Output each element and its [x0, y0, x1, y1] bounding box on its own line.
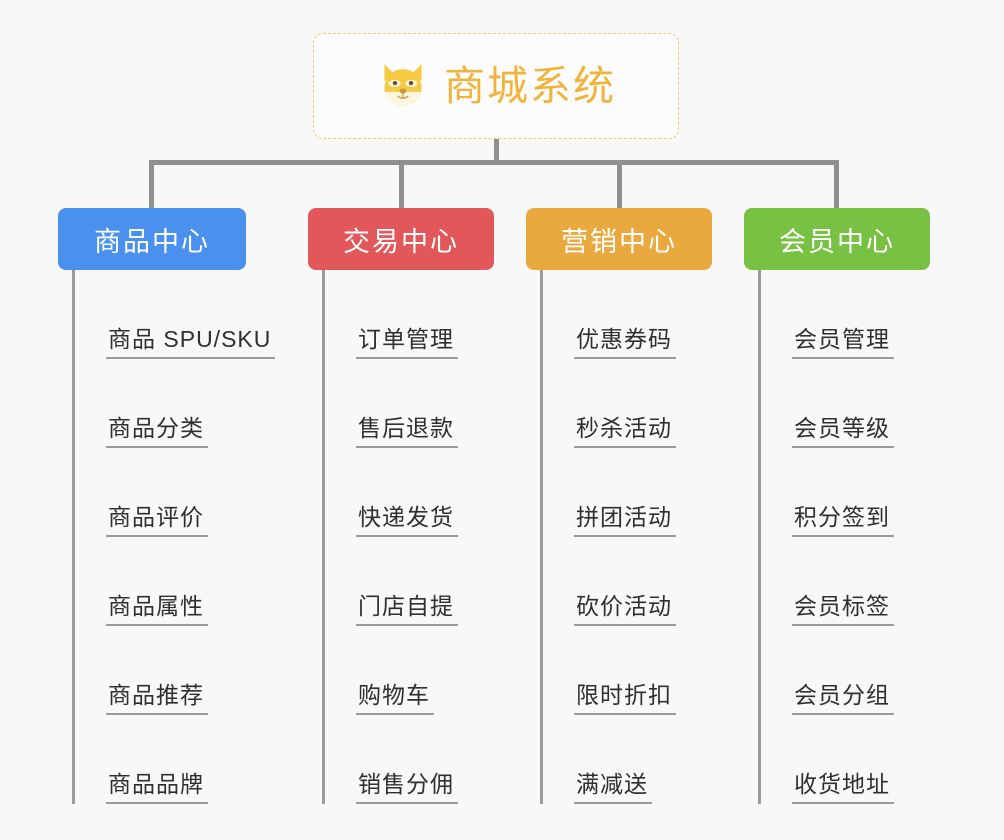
- list-item[interactable]: 积分签到: [792, 448, 930, 537]
- list-item[interactable]: 门店自提: [356, 537, 494, 626]
- leaf-label: 积分签到: [792, 504, 894, 537]
- list-item[interactable]: 拼团活动: [574, 448, 712, 537]
- leaf-label: 购物车: [356, 682, 434, 715]
- branch-header-4-label: 会员中心: [779, 226, 895, 257]
- list-item[interactable]: 优惠券码: [574, 270, 712, 359]
- branch-1-leaf-list: 商品 SPU/SKU 商品分类 商品评价 商品属性 商品推荐 商品品牌: [72, 270, 276, 804]
- leaf-label: 限时折扣: [574, 682, 676, 715]
- leaf-label: 优惠券码: [574, 326, 676, 359]
- connector-horizontal-bus: [149, 160, 839, 165]
- leaf-label: 秒杀活动: [574, 415, 676, 448]
- list-item[interactable]: 会员等级: [792, 359, 930, 448]
- branch-column-3: 营销中心 优惠券码 秒杀活动 拼团活动 砍价活动 限时折扣 满减送: [526, 208, 712, 804]
- branch-column-2: 交易中心 订单管理 售后退款 快递发货 门店自提 购物车 销售分佣: [308, 208, 494, 804]
- branch-column-4: 会员中心 会员管理 会员等级 积分签到 会员标签 会员分组 收货地址: [744, 208, 930, 804]
- list-item[interactable]: 限时折扣: [574, 626, 712, 715]
- list-item[interactable]: 商品属性: [106, 537, 246, 626]
- leaf-label: 商品分类: [106, 415, 208, 448]
- list-item[interactable]: 售后退款: [356, 359, 494, 448]
- branch-column-1: 商品中心 商品 SPU/SKU 商品分类 商品评价 商品属性 商品推荐 商品品牌: [58, 208, 276, 804]
- connector-drop-3: [617, 160, 622, 208]
- list-item[interactable]: 满减送: [574, 715, 712, 804]
- leaf-label: 商品推荐: [106, 682, 208, 715]
- list-item[interactable]: 商品分类: [106, 359, 246, 448]
- leaf-label: 商品评价: [106, 504, 208, 537]
- list-item[interactable]: 会员管理: [792, 270, 930, 359]
- branch-header-3-label: 营销中心: [561, 226, 677, 257]
- branch-4-leaf-list: 会员管理 会员等级 积分签到 会员标签 会员分组 收货地址: [758, 270, 930, 804]
- leaf-label: 门店自提: [356, 593, 458, 626]
- list-item[interactable]: 会员标签: [792, 537, 930, 626]
- leaf-label: 售后退款: [356, 415, 458, 448]
- leaf-label: 快递发货: [356, 504, 458, 537]
- branch-header-1[interactable]: 商品中心: [58, 208, 246, 270]
- list-item[interactable]: 秒杀活动: [574, 359, 712, 448]
- leaf-label: 销售分佣: [356, 771, 458, 804]
- list-item[interactable]: 收货地址: [792, 715, 930, 804]
- list-item[interactable]: 订单管理: [356, 270, 494, 359]
- list-item[interactable]: 购物车: [356, 626, 494, 715]
- connector-drop-1: [149, 160, 154, 208]
- list-item[interactable]: 快递发货: [356, 448, 494, 537]
- branch-header-3[interactable]: 营销中心: [526, 208, 712, 270]
- root-node-shop-system[interactable]: 商城系统: [313, 33, 679, 139]
- connector-drop-2: [399, 160, 404, 208]
- list-item[interactable]: 销售分佣: [356, 715, 494, 804]
- leaf-label: 商品 SPU/SKU: [106, 326, 276, 359]
- connector-root-stem: [494, 139, 499, 162]
- branch-2-leaf-list: 订单管理 售后退款 快递发货 门店自提 购物车 销售分佣: [322, 270, 494, 804]
- branch-header-2[interactable]: 交易中心: [308, 208, 494, 270]
- list-item[interactable]: 商品 SPU/SKU: [106, 270, 276, 359]
- leaf-label: 会员管理: [792, 326, 894, 359]
- list-item[interactable]: 商品评价: [106, 448, 246, 537]
- root-node-title: 商城系统: [444, 62, 616, 109]
- leaf-label: 满减送: [574, 771, 652, 804]
- branch-header-1-label: 商品中心: [94, 226, 210, 257]
- list-item[interactable]: 砍价活动: [574, 537, 712, 626]
- leaf-label: 商品品牌: [106, 771, 208, 804]
- leaf-label: 拼团活动: [574, 504, 676, 537]
- shiba-dog-face-icon: [384, 64, 422, 107]
- leaf-label: 订单管理: [356, 326, 458, 359]
- branch-3-leaf-list: 优惠券码 秒杀活动 拼团活动 砍价活动 限时折扣 满减送: [540, 270, 712, 804]
- connector-drop-4: [834, 160, 839, 208]
- list-item[interactable]: 商品品牌: [106, 715, 246, 804]
- leaf-label: 收货地址: [792, 771, 894, 804]
- leaf-label: 商品属性: [106, 593, 208, 626]
- leaf-label: 砍价活动: [574, 593, 676, 626]
- leaf-label: 会员分组: [792, 682, 894, 715]
- leaf-label: 会员等级: [792, 415, 894, 448]
- list-item[interactable]: 商品推荐: [106, 626, 246, 715]
- leaf-label: 会员标签: [792, 593, 894, 626]
- branch-header-2-label: 交易中心: [343, 226, 459, 257]
- list-item[interactable]: 会员分组: [792, 626, 930, 715]
- branch-header-4[interactable]: 会员中心: [744, 208, 930, 270]
